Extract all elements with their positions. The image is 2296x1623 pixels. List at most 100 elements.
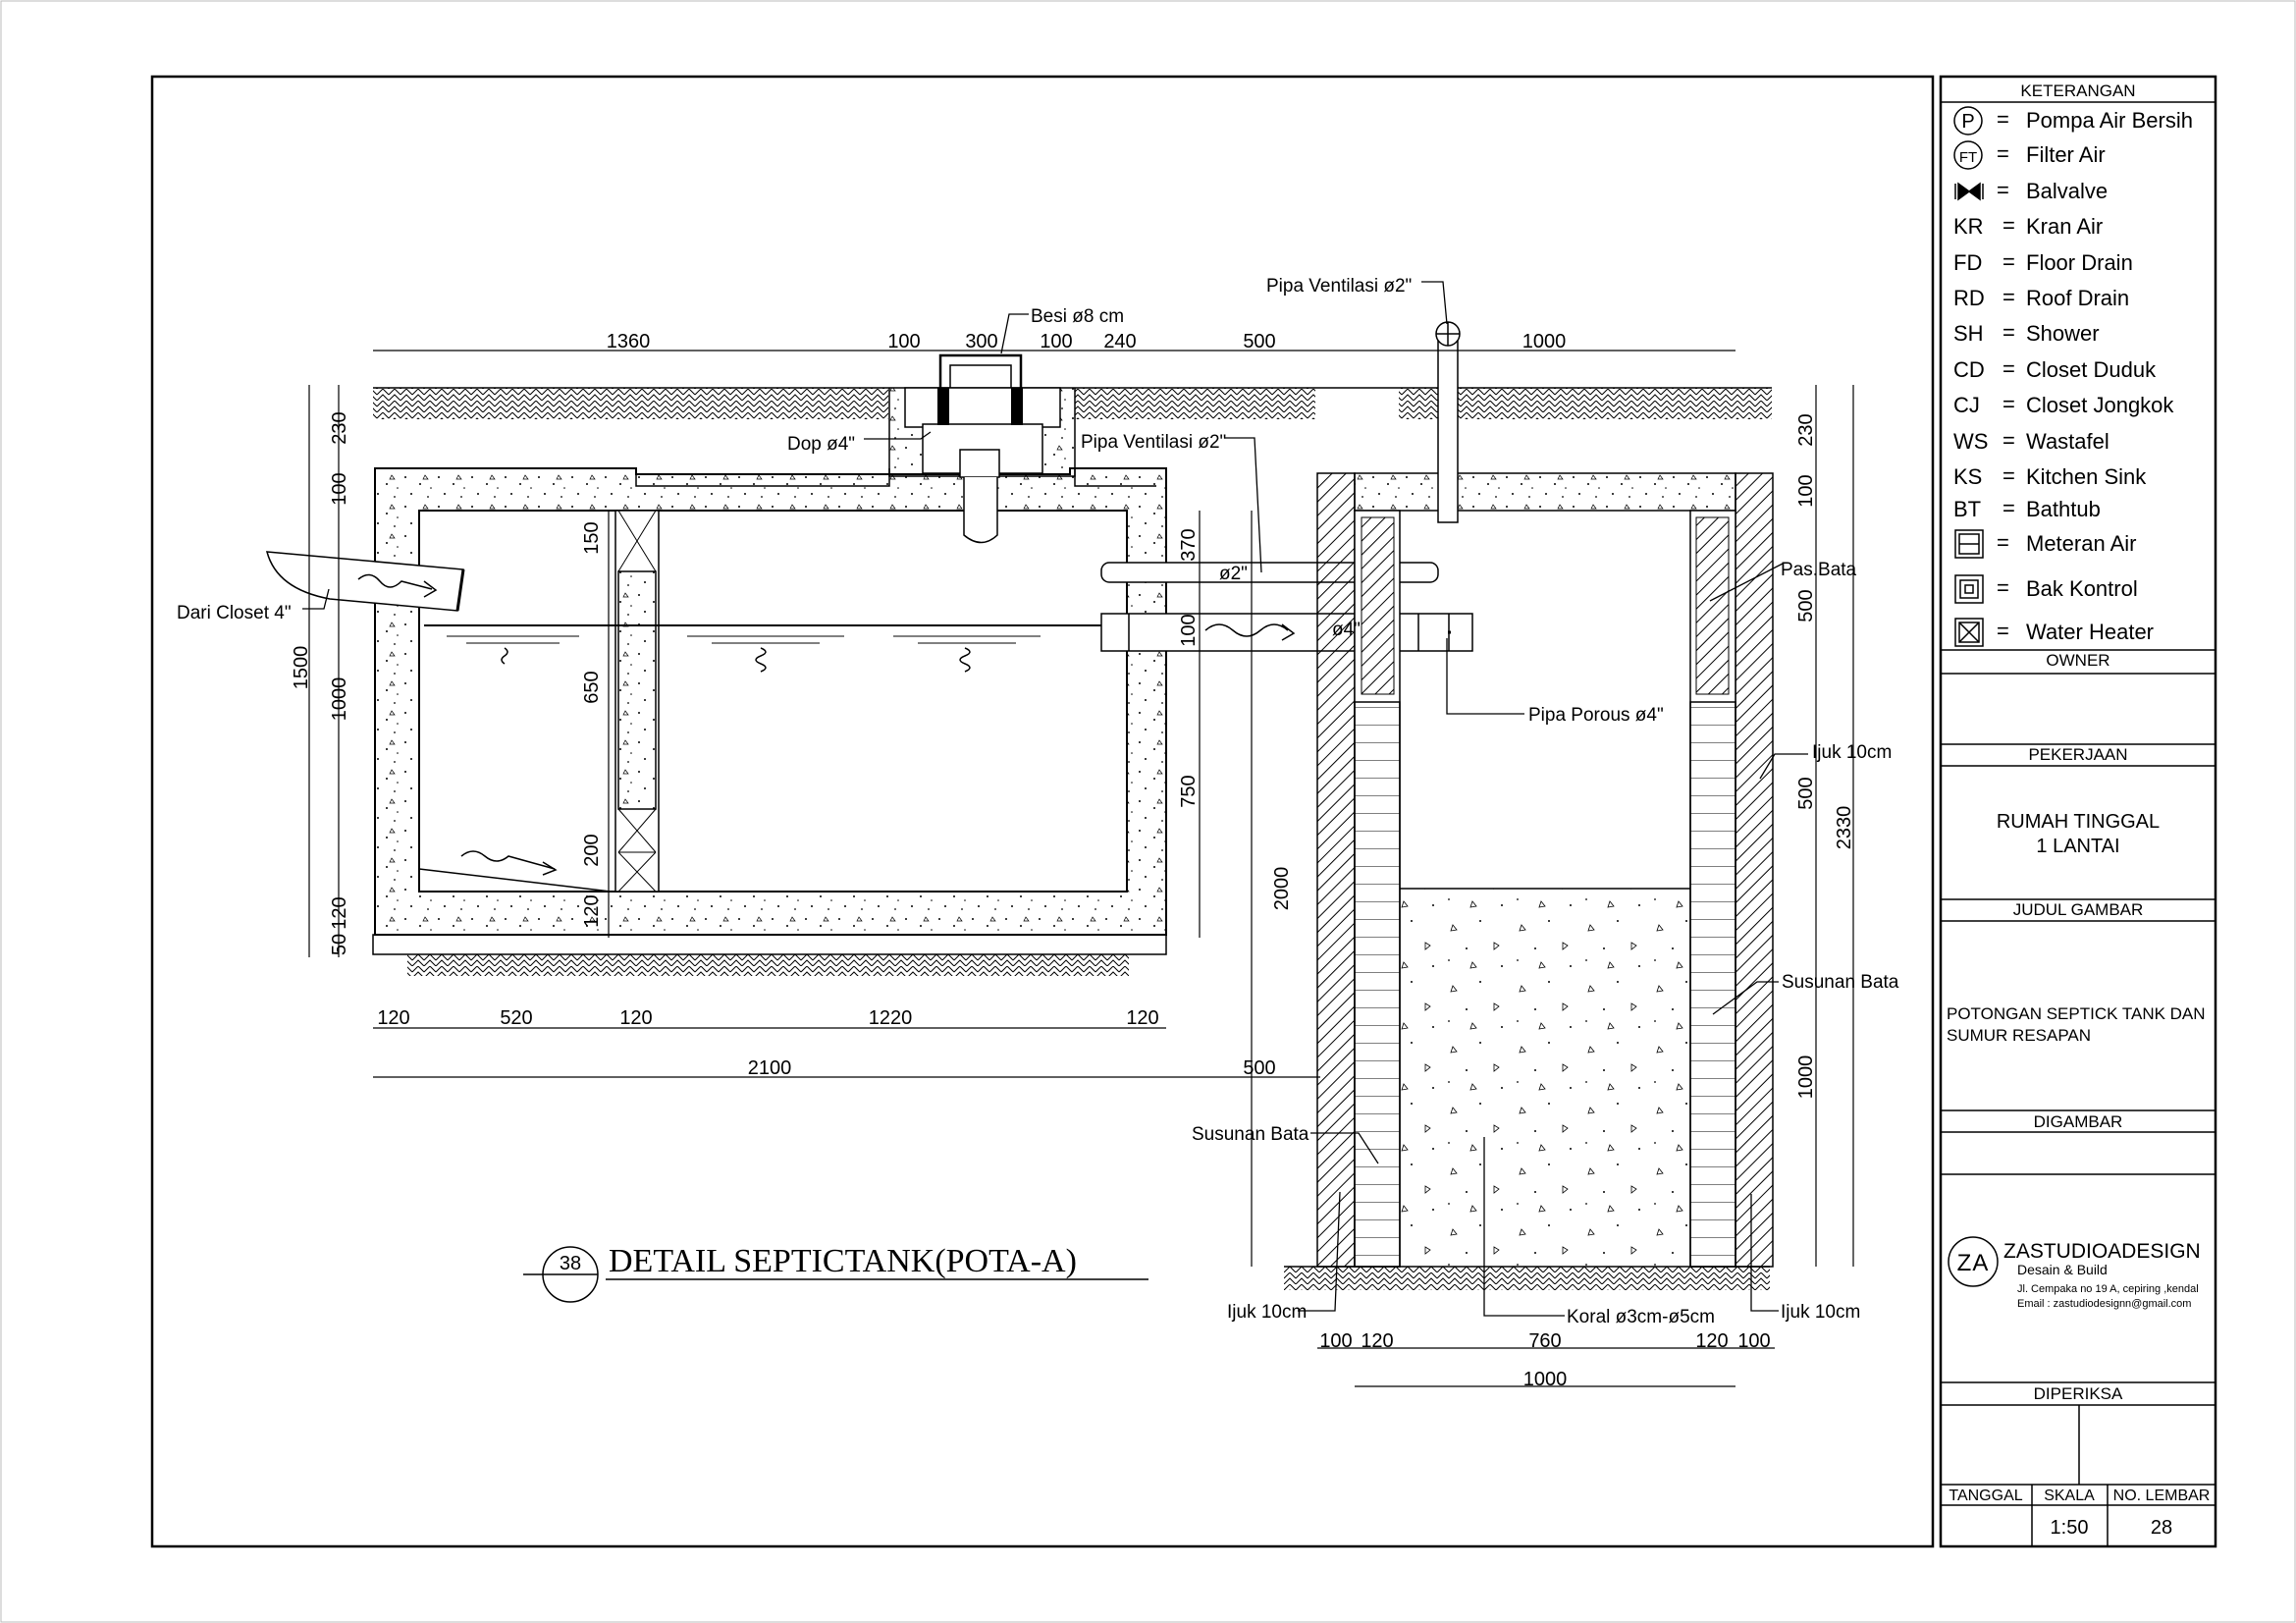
legend-label: Closet Jongkok: [2026, 393, 2174, 417]
gravel-fill: [1400, 889, 1690, 1267]
legend-row: KR=Kran Air: [1953, 213, 2103, 239]
legend-equals: =: [2002, 320, 2015, 345]
well-cover-slab: [1354, 472, 1736, 512]
dop-pipe: [963, 477, 998, 544]
legend-equals: =: [2002, 213, 2015, 238]
dim-left: 1000: [329, 677, 350, 722]
dim-right: 100: [1795, 474, 1817, 507]
well-wall-left: [1316, 472, 1356, 1268]
label-pipe-2in: ø2": [1219, 564, 1248, 584]
checked-header: DIPERIKSA: [2034, 1384, 2123, 1403]
control-box-icon: [1954, 574, 1984, 604]
legend-label: Bathtub: [2026, 497, 2101, 521]
dim-well-bottom: 100: [1319, 1330, 1352, 1352]
legend-equals: =: [2002, 496, 2015, 520]
soil-top-left: [373, 388, 888, 419]
legend-row: CJ=Closet Jongkok: [1953, 392, 2174, 417]
infiltration-well: [1284, 321, 1774, 1290]
sheet-no-header: NO. LEMBAR: [2113, 1488, 2211, 1504]
drawing-title: 38 DETAIL SEPTICTANK(POTA-A): [523, 1243, 1148, 1303]
dim-inner: 370: [1178, 528, 1200, 561]
water-meter-icon: [1954, 529, 1984, 559]
legend-code: CJ: [1953, 393, 1980, 417]
dim-well-bottom: 120: [1695, 1330, 1728, 1352]
dim-top: 1000: [1522, 331, 1567, 352]
scale-header: SKALA: [2044, 1488, 2095, 1504]
label-ijuk-right-top: Ijuk 10cm: [1812, 742, 1892, 763]
label-gravel: Koral ø3cm-ø5cm: [1567, 1307, 1715, 1327]
dim-inner: 100: [1178, 614, 1200, 646]
legend-label: Meteran Air: [2026, 531, 2137, 556]
manhole-handle: [938, 353, 1023, 388]
dim-bottom: 1220: [869, 1007, 913, 1029]
legend-label: Filter Air: [2026, 142, 2106, 167]
legend-row: SH=Shower: [1953, 320, 2100, 346]
legend-row: =Balvalve: [1954, 178, 2108, 203]
owner-header: OWNER: [2046, 651, 2109, 670]
legend-code: KR: [1953, 214, 1984, 239]
legend-code: KS: [1953, 464, 1982, 489]
label-besi: Besi ø8 cm: [1031, 306, 1124, 327]
soil-top-mid: [1075, 388, 1315, 419]
legend-label: Shower: [2026, 321, 2100, 346]
company-address: Jl. Cempaka no 19 A, cepiring ,kendal: [2017, 1283, 2199, 1295]
dop-cap: [959, 449, 1000, 478]
company-name: ZASTUDIOADESIGN: [2003, 1240, 2201, 1263]
dim-inner: 150: [581, 521, 603, 554]
legend-equals: =: [1997, 107, 2009, 132]
legend-equals: =: [1997, 619, 2009, 643]
legend-row: KS=Kitchen Sink: [1953, 463, 2147, 489]
soil-bottom: [407, 954, 1129, 976]
work-header: PEKERJAAN: [2028, 745, 2127, 764]
ball-valve-icon: [1954, 182, 1984, 201]
legend-code: WS: [1953, 429, 1988, 454]
legend-label: Wastafel: [2026, 429, 2109, 454]
legend-row: BT = Bathtub: [1953, 496, 2101, 521]
legend-code: CD: [1953, 357, 1985, 382]
legend-equals: =: [1997, 575, 2009, 600]
legend-code: RD: [1953, 286, 1985, 310]
vent-pipe-vertical: [1437, 338, 1459, 523]
label-brick-left: Susunan Bata: [1192, 1124, 1309, 1145]
dim-well-bottom: 120: [1361, 1330, 1393, 1352]
legend-row: = Meteran Air: [1954, 529, 2137, 559]
legend-header: KETERANGAN: [2020, 81, 2135, 100]
legend-row: FT=Filter Air: [1953, 140, 2106, 170]
dim-top: 100: [887, 331, 920, 352]
legend-equals: =: [1997, 530, 2009, 555]
well-soil-bottom: [1284, 1267, 1770, 1290]
legend-label: Balvalve: [2026, 179, 2108, 203]
dim-left: 230: [329, 411, 350, 444]
dim-right: 500: [1795, 589, 1817, 622]
dim-inner: 120: [581, 894, 603, 927]
title-block: [1939, 75, 2217, 1548]
legend-symbol: P: [1961, 111, 1974, 133]
legend-row: =Bak Kontrol: [1954, 574, 2138, 604]
dim-bottom: 520: [500, 1007, 532, 1029]
detail-number: 38: [560, 1253, 581, 1274]
dim-total-length: 2100: [748, 1057, 792, 1079]
label-brick-right: Susunan Bata: [1782, 972, 1899, 993]
outlet-pipe-4in: [1100, 613, 1473, 652]
dim-top: 300: [965, 331, 997, 352]
label-porous-pipe: Pipa Porous ø4": [1528, 705, 1664, 726]
legend-label: Water Heater: [2026, 620, 2154, 644]
legend-equals: =: [2002, 356, 2015, 381]
company-logo: ZA: [1948, 1236, 1999, 1287]
company-tagline: Desain & Build: [2017, 1262, 2108, 1277]
legend-code: BT: [1953, 497, 1981, 521]
work-floor: [372, 934, 1167, 955]
dim-top: 1360: [607, 331, 651, 352]
inlet-pipe: [266, 551, 464, 612]
drawing-title-line-2: SUMUR RESAPAN: [1947, 1026, 2091, 1045]
legend-equals: =: [2002, 428, 2015, 453]
leader-lines: [302, 281, 1808, 1317]
well-wall-right: [1735, 472, 1774, 1268]
dim-inner: 2000: [1271, 867, 1293, 911]
company-email: Email : zastudiodesignn@gmail.com: [2017, 1298, 2191, 1310]
label-dop: Dop ø4": [787, 434, 855, 455]
soil-top-right: [1399, 388, 1772, 419]
drawn-header: DIGAMBAR: [2034, 1112, 2123, 1131]
legend-label: Roof Drain: [2026, 286, 2129, 310]
